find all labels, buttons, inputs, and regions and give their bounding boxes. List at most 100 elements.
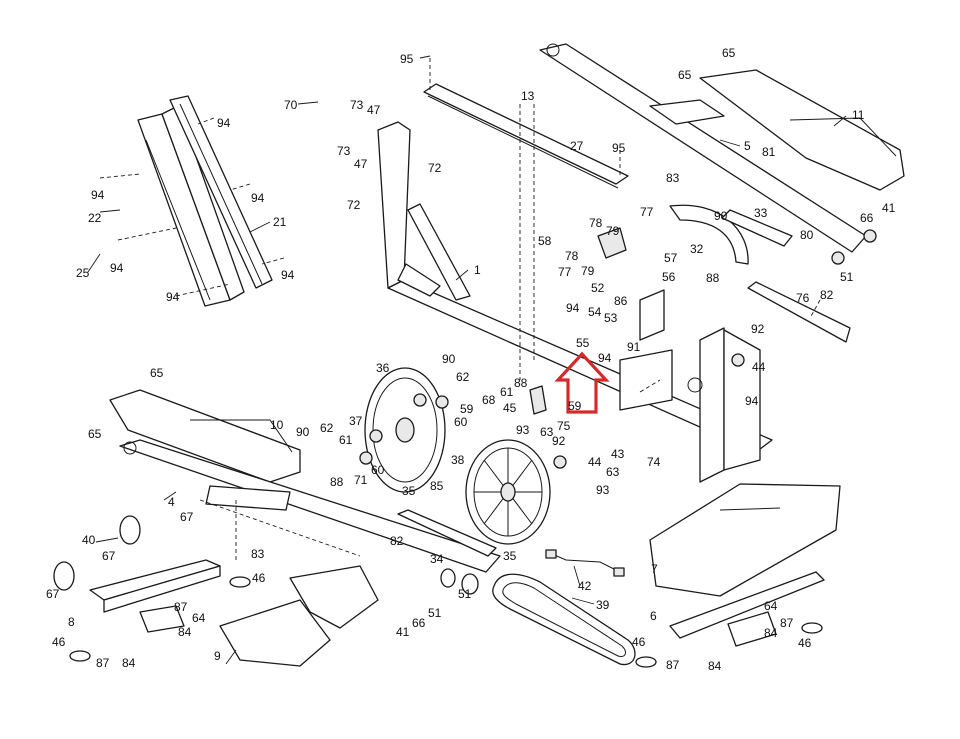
label-part-9: 9 <box>214 649 221 663</box>
label-part-67a: 67 <box>180 510 194 524</box>
label-part-62a: 62 <box>456 370 470 384</box>
label-part-62b: 62 <box>320 421 334 435</box>
label-part-77a: 77 <box>558 265 572 279</box>
label-part-64b: 64 <box>764 599 778 613</box>
main-frame-1 <box>377 121 773 483</box>
label-part-84d: 84 <box>708 659 722 673</box>
label-part-54: 54 <box>588 305 602 319</box>
label-part-87c: 87 <box>780 616 794 630</box>
label-part-94f: 94 <box>166 290 180 304</box>
label-part-53: 53 <box>604 311 618 325</box>
label-part-75: 75 <box>557 419 571 433</box>
label-part-44a: 44 <box>588 455 602 469</box>
label-part-33: 33 <box>754 206 768 220</box>
pulley-38 <box>465 439 551 545</box>
label-part-59b: 59 <box>568 399 582 413</box>
hardware-fasteners <box>359 227 877 469</box>
label-part-41b: 41 <box>882 201 896 215</box>
label-part-79b: 79 <box>581 264 595 278</box>
label-part-5: 5 <box>744 139 751 153</box>
label-part-77b: 77 <box>640 205 654 219</box>
wire-harness-42 <box>545 549 625 577</box>
label-part-94b: 94 <box>91 188 105 202</box>
label-part-70: 70 <box>284 98 298 112</box>
label-part-65a: 65 <box>722 46 736 60</box>
label-part-90b: 90 <box>296 425 310 439</box>
label-part-78a: 78 <box>589 216 603 230</box>
label-part-67c: 67 <box>46 587 60 601</box>
assembly-leaders <box>199 104 661 560</box>
label-part-79a: 79 <box>606 224 620 238</box>
label-part-66a: 66 <box>412 616 426 630</box>
label-part-90c: 90 <box>714 209 728 223</box>
label-part-46a: 46 <box>252 571 266 585</box>
label-part-43: 43 <box>611 447 625 461</box>
label-part-40: 40 <box>82 533 96 547</box>
shroud-9 <box>219 565 379 667</box>
label-part-95a: 95 <box>400 52 414 66</box>
label-part-60a: 60 <box>454 415 468 429</box>
label-part-4: 4 <box>168 495 175 509</box>
label-part-90a: 90 <box>442 352 456 366</box>
label-part-72a: 72 <box>428 161 442 175</box>
label-part-80: 80 <box>800 228 814 242</box>
label-part-41a: 41 <box>396 625 410 639</box>
label-part-21: 21 <box>273 215 287 229</box>
label-part-13: 13 <box>521 89 535 103</box>
label-part-64a: 64 <box>192 611 206 625</box>
label-part-11: 11 <box>852 108 865 122</box>
label-part-81: 81 <box>762 145 776 159</box>
label-part-94e: 94 <box>281 268 295 282</box>
label-part-94d: 94 <box>110 261 124 275</box>
label-part-63b: 63 <box>606 465 620 479</box>
label-part-47b: 47 <box>354 157 368 171</box>
label-part-68: 68 <box>482 393 496 407</box>
label-part-78b: 78 <box>565 249 579 263</box>
label-part-34: 34 <box>430 552 444 566</box>
label-part-57: 57 <box>664 251 678 265</box>
side-shield-assembly <box>99 95 285 307</box>
label-part-67b: 67 <box>102 549 116 563</box>
label-part-93b: 93 <box>596 483 610 497</box>
label-part-7: 7 <box>651 562 658 576</box>
label-part-61b: 61 <box>339 433 353 447</box>
label-part-88b: 88 <box>330 475 344 489</box>
label-part-87b: 87 <box>96 656 110 670</box>
label-part-51c: 51 <box>428 606 442 620</box>
label-part-55: 55 <box>576 336 590 350</box>
label-part-59a: 59 <box>460 402 474 416</box>
label-part-92a: 92 <box>552 434 566 448</box>
label-part-94a: 94 <box>217 116 231 130</box>
label-part-6: 6 <box>650 609 657 623</box>
callout-labels: 1 4 5 6 7 8 9 10 11 13 21 22 25 27 32 33… <box>46 46 896 673</box>
label-part-71: 71 <box>354 473 368 487</box>
label-part-84b: 84 <box>122 656 136 670</box>
label-part-85: 85 <box>430 479 444 493</box>
label-part-44b: 44 <box>752 360 766 374</box>
label-part-27: 27 <box>570 139 584 153</box>
label-part-46d: 46 <box>798 636 812 650</box>
label-part-56: 56 <box>662 270 676 284</box>
label-part-10: 10 <box>270 418 284 432</box>
label-part-32: 32 <box>690 242 704 256</box>
label-part-51a: 51 <box>458 587 472 601</box>
label-part-88a: 88 <box>514 376 528 390</box>
bracket-76 <box>747 281 851 343</box>
label-part-39: 39 <box>596 598 610 612</box>
top-rail-27 <box>423 58 629 189</box>
label-part-84c: 84 <box>764 626 778 640</box>
label-part-65c: 65 <box>150 366 164 380</box>
label-part-65b: 65 <box>678 68 692 82</box>
label-part-94c: 94 <box>251 191 265 205</box>
label-part-72b: 72 <box>347 198 361 212</box>
label-part-61a: 61 <box>500 385 514 399</box>
left-pedal-arm-4 <box>109 389 501 573</box>
label-part-63a: 63 <box>540 425 554 439</box>
label-part-38: 38 <box>451 453 465 467</box>
label-part-52: 52 <box>591 281 605 295</box>
label-part-60b: 60 <box>371 463 385 477</box>
crank-bracket-34 <box>397 509 497 595</box>
label-part-35a: 35 <box>402 484 416 498</box>
label-part-35b: 35 <box>503 549 517 563</box>
